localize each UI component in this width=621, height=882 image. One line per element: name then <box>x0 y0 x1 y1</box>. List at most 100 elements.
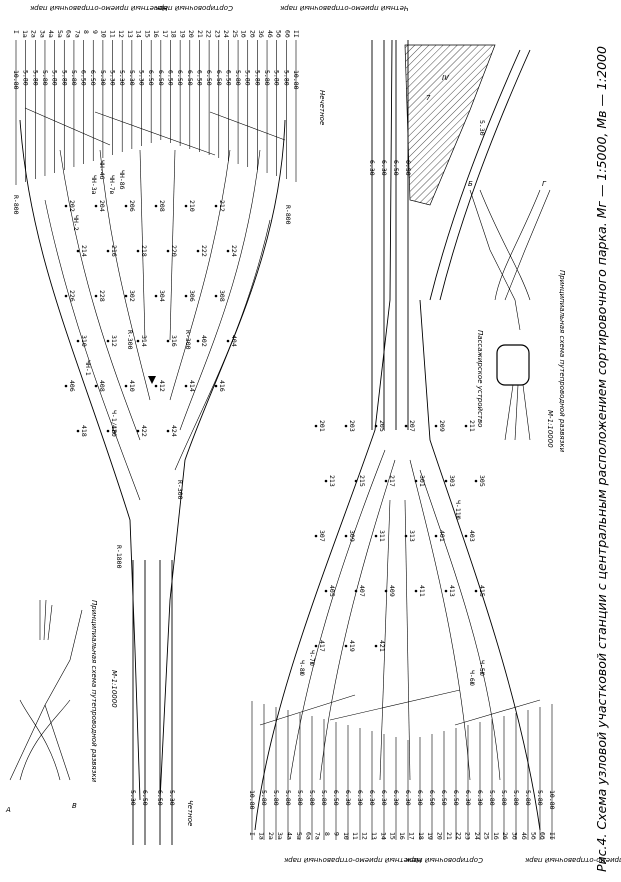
upper-switch-number: 210 <box>188 200 196 212</box>
upper-track-number: 2а <box>30 30 38 38</box>
upper-signal-3: ЧН-3а <box>90 175 98 195</box>
upper-signal-6: ЧН-8б <box>118 170 126 190</box>
lower-track-number: 25 <box>482 832 490 840</box>
lower-switch-number: 303 <box>448 475 456 487</box>
upper-track-number: 1б <box>240 30 248 38</box>
lower-track-number: 1а <box>257 832 265 840</box>
lower-track-number: 5а <box>295 832 303 840</box>
lower-track-number: 8 <box>323 832 331 836</box>
lower-switch-dot <box>314 424 318 428</box>
overpass-label: Пассажирское устройство <box>476 330 484 427</box>
lower-switch-number: 415 <box>478 585 486 597</box>
upper-switch-number: 418 <box>80 425 88 437</box>
upper-even-park-label: Четный приемо-отправочный парк <box>279 4 408 12</box>
lower-signal-3: Ч-7Ю <box>308 650 316 666</box>
upper-switch-dot <box>214 384 218 388</box>
upper-track-number: 15 <box>143 30 151 38</box>
park-iv-area <box>404 44 496 206</box>
upper-sort-park-label: Сортировочный парк <box>154 4 233 12</box>
upper-track-number: 9 <box>91 30 99 34</box>
lower-track-number: 21 <box>445 832 453 840</box>
lower-track-number: 3б <box>511 832 519 840</box>
lower-switch-number: 205 <box>378 420 386 432</box>
upper-switch-dot <box>184 384 188 388</box>
lower-track-length: 6.30 <box>476 790 484 806</box>
upper-switch-dot <box>64 384 68 388</box>
lower-switch-dot <box>414 479 418 483</box>
upper-switch-number: 214 <box>80 245 88 257</box>
lower-marker: 7 <box>426 94 431 102</box>
upper-switch-dot <box>64 294 68 298</box>
upper-track-number: 2б <box>248 30 256 38</box>
lower-signal-4: Ч-6Ю <box>468 670 476 686</box>
upper-switch-number: 216 <box>110 245 118 257</box>
lower-track-length: 6.30 <box>356 790 364 806</box>
upper-track-number: 5а <box>56 30 64 38</box>
lower-track-length: 5.80 <box>272 790 280 806</box>
lower-track-number: 2б <box>501 832 509 840</box>
lower-track-length: 10.80 <box>248 790 256 810</box>
lower-track-length: 10.80 <box>548 790 556 810</box>
upper-switch-dot <box>124 384 128 388</box>
upper-switch-dot <box>226 249 230 253</box>
lower-switch-number: 217 <box>388 475 396 487</box>
lower-track-number: 12 <box>361 832 369 840</box>
upper-switch-number: 402 <box>200 335 208 347</box>
upper-track-number: 25 <box>231 30 239 38</box>
lower-track-number: 14 <box>379 832 387 840</box>
upper-bottom-length-1: 5.30 <box>129 790 137 806</box>
upper-switch-number: 206 <box>128 200 136 212</box>
upper-switch-number: 304 <box>158 290 166 302</box>
lower-track-number: 5б <box>529 832 537 840</box>
upper-switch-dot <box>226 339 230 343</box>
upper-odd-park-label: Нечетный приемо-отправочный парк <box>29 4 167 12</box>
lower-track-number: 4б <box>520 832 528 840</box>
upper-switch-number: 212 <box>218 200 226 212</box>
upper-hump-marker <box>148 376 156 384</box>
lower-track-number: 17 <box>407 832 415 840</box>
lower-switch-number: 307 <box>318 530 326 542</box>
lower-switch-dot <box>434 424 438 428</box>
upper-station-scheme: Нечетный приемо-отправочный парк Сортиро… <box>5 4 409 845</box>
lower-track-length: 5.80 <box>296 790 304 806</box>
lower-track-length: 6.30 <box>464 790 472 806</box>
lower-track-length: 5.80 <box>320 790 328 806</box>
lower-track-length: 5.80 <box>524 790 532 806</box>
lower-switch-dot <box>464 424 468 428</box>
upper-point-a: А <box>5 806 11 814</box>
lower-switch-number: 201 <box>318 420 326 432</box>
upper-switch-number: 222 <box>200 245 208 257</box>
upper-curve-1: R-800 <box>12 195 20 215</box>
upper-curve-2: R-800 <box>284 205 292 225</box>
upper-switch-dot <box>106 429 110 433</box>
lower-switch-dot <box>444 589 448 593</box>
lower-track-length: 5.80 <box>536 790 544 806</box>
upper-switch-number: 414 <box>188 380 196 392</box>
lower-top-length-3: 6.50 <box>392 160 400 176</box>
upper-switch-dot <box>64 204 68 208</box>
lower-switch-number: 411 <box>418 585 426 597</box>
lower-track-number: 10 <box>342 832 350 840</box>
upper-curve-3: R-1800 <box>115 545 123 569</box>
upper-throat-lines <box>19 107 286 801</box>
lower-point-g: Г <box>542 180 547 188</box>
lower-scheme-scale: М-1:10000 <box>546 410 554 448</box>
passenger-device <box>496 344 530 386</box>
upper-switch-number: 306 <box>188 290 196 302</box>
lower-switch-number: 403 <box>468 530 476 542</box>
lower-switch-number: 203 <box>348 420 356 432</box>
upper-switch-number: 406 <box>68 380 76 392</box>
upper-switch-number: 220 <box>170 245 178 257</box>
lower-switch-dot <box>474 479 478 483</box>
lower-track-number: 4а <box>286 832 294 840</box>
upper-switch-dot <box>196 339 200 343</box>
lower-point-b: Б <box>468 180 473 188</box>
upper-switch-dot <box>94 204 98 208</box>
upper-switch-number: 208 <box>158 200 166 212</box>
lower-signal-1: Ч-11Ю <box>454 500 462 520</box>
upper-switch-number: 410 <box>128 380 136 392</box>
upper-scheme-scale: М-1:10000 <box>110 670 118 708</box>
upper-switch-number: 404 <box>230 335 238 347</box>
